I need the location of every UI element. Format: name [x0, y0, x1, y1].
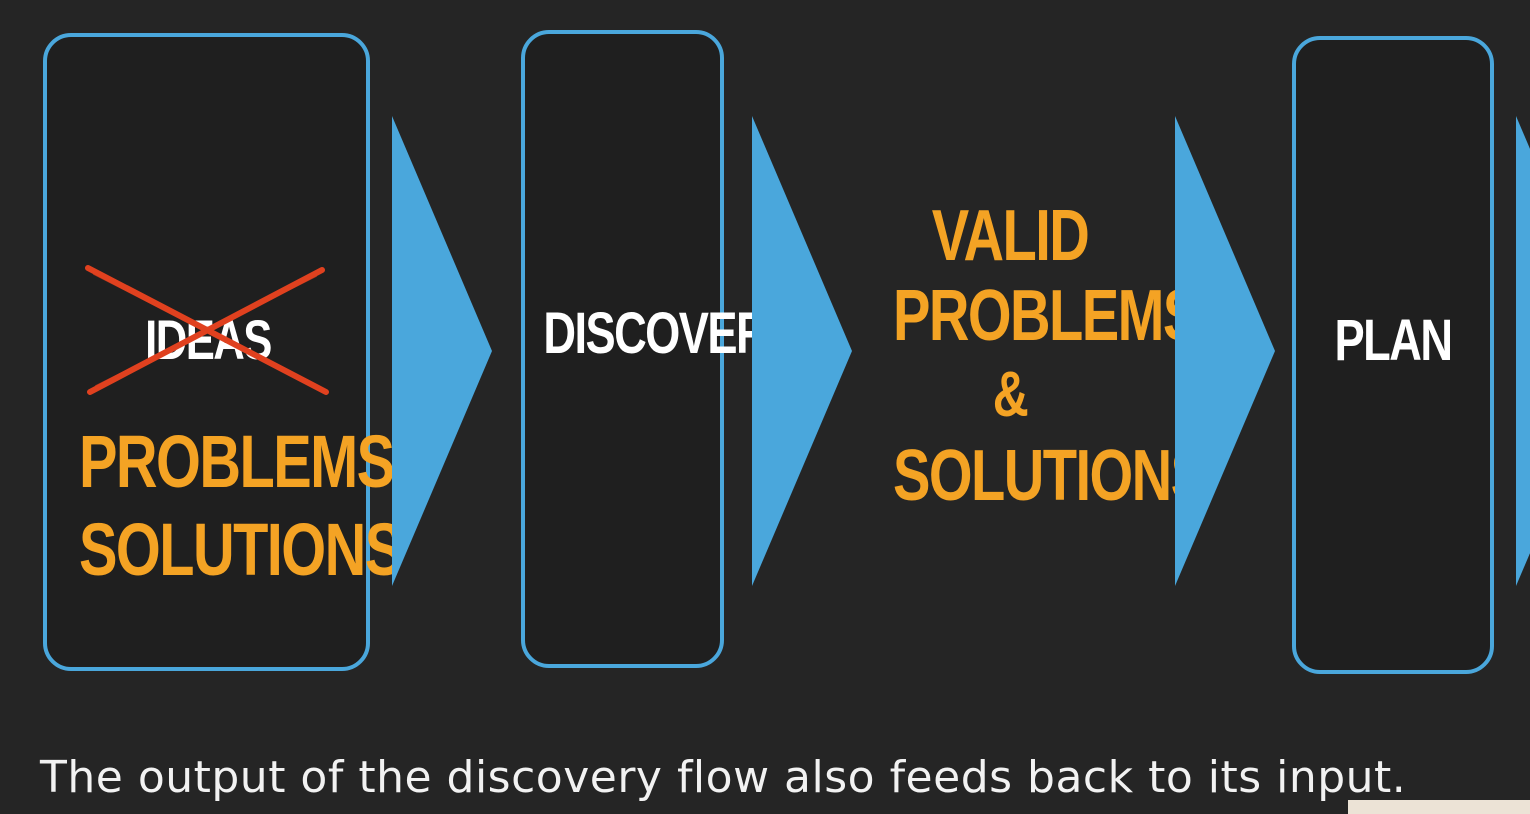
ideas-label: IDEAS — [145, 308, 272, 371]
valid-problems-label: PROBLEMS — [893, 276, 1200, 356]
caption-text: The output of the discovery flow also fe… — [40, 752, 1407, 803]
struck-ideas-group: IDEAS — [78, 256, 338, 406]
strike-x-icon — [85, 265, 329, 395]
corner-overlay — [1348, 800, 1530, 814]
solutions-label: SOLUTIONS — [78, 508, 403, 591]
valid-solutions-label: SOLUTIONS — [893, 436, 1208, 516]
arrow-2-icon — [752, 116, 852, 586]
ampersand-label: & — [992, 358, 1029, 430]
problems-label: PROBLEMS — [78, 420, 395, 503]
plan-box — [1292, 36, 1494, 674]
discover-label: DISCOVER — [543, 301, 768, 366]
arrow-1-icon — [392, 116, 492, 586]
discover-box — [521, 30, 724, 668]
arrow-3-icon — [1175, 116, 1275, 586]
valid-label: VALID — [931, 196, 1090, 276]
input-box — [43, 33, 370, 671]
plan-label: PLAN — [1334, 308, 1453, 373]
arrow-4-icon — [1516, 116, 1530, 586]
